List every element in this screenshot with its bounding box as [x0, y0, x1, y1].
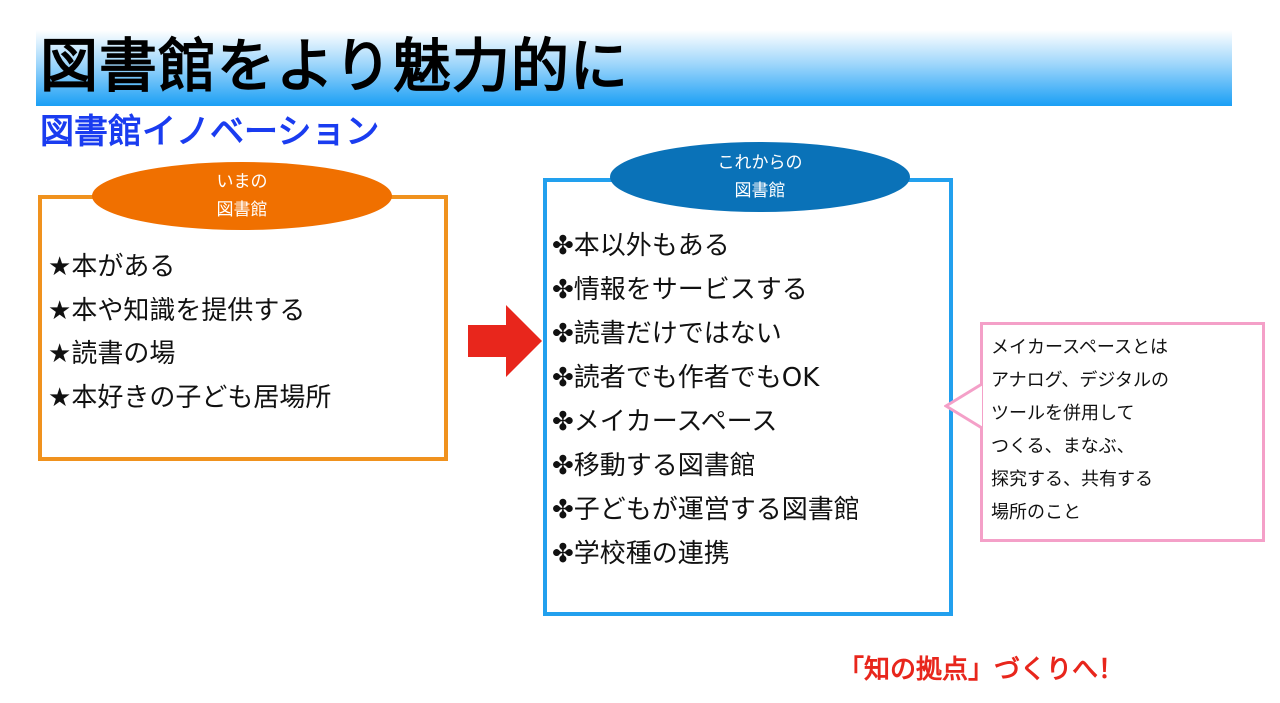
callout-line: 場所のこと — [991, 502, 1081, 523]
callout-line: 探究する、共有する — [991, 469, 1153, 490]
callout-line: つくる、まなぶ、 — [991, 436, 1135, 457]
clover-bullet-icon: ✤ — [552, 363, 574, 393]
star-icon: ★ — [48, 339, 72, 369]
callout-line: アナログ、デジタルの — [991, 370, 1170, 391]
list-item: ★読書の場 — [48, 333, 331, 377]
footer-message: 「知の拠点」づくりへ！ — [838, 655, 1125, 685]
list-item: ✤移動する図書館 — [552, 444, 860, 488]
star-icon: ★ — [48, 382, 72, 413]
list-item-text: 移動する図書館 — [573, 451, 756, 481]
list-item-text: 子どもが運営する図書館 — [573, 495, 860, 525]
clover-bullet-icon: ✤ — [552, 495, 574, 525]
list-item-text: 読者でも作者でもOK — [573, 363, 820, 393]
future-library-list: ✤本以外もある ✤情報をサービスする ✤読書だけではない ✤読者でも作者でもOK… — [552, 224, 860, 576]
clover-bullet-icon: ✤ — [552, 451, 574, 481]
list-item-text: 本以外もある — [573, 231, 730, 261]
clover-bullet-icon: ✤ — [552, 539, 574, 569]
list-item-text: 情報をサービスする — [573, 275, 808, 305]
callout-line: メイカースペースとは — [991, 337, 1168, 358]
clover-bullet-icon: ✤ — [552, 275, 574, 305]
current-label-line2: 図書館 — [216, 200, 268, 220]
list-item-text: 本がある — [71, 252, 176, 282]
list-item: ★本や知識を提供する — [48, 290, 331, 334]
list-item-text: 読書の場 — [71, 339, 176, 369]
clover-bullet-icon: ✤ — [552, 407, 574, 437]
slide-subtitle: 図書館イノベーション — [40, 112, 380, 152]
list-item: ✤学校種の連携 — [552, 532, 860, 576]
future-label-line1: これからの — [717, 153, 803, 173]
future-label-line2: 図書館 — [734, 181, 786, 201]
list-item: ★本がある — [48, 246, 331, 290]
current-library-label: いまの 図書館 — [92, 162, 392, 230]
list-item-text: 本好きの子ども居場所 — [71, 382, 332, 413]
star-icon: ★ — [48, 295, 72, 326]
clover-bullet-icon: ✤ — [552, 231, 574, 261]
makerspace-callout: メイカースペースとは アナログ、デジタルの ツールを併用して つくる、まなぶ、 … — [980, 322, 1265, 542]
list-item: ★本好きの子ども居場所 — [48, 377, 331, 421]
list-item: ✤子どもが運営する図書館 — [552, 488, 860, 532]
star-icon: ★ — [48, 252, 72, 282]
list-item-text: メイカースペース — [573, 407, 778, 437]
title-bar — [36, 30, 1232, 106]
list-item: ✤本以外もある — [552, 224, 860, 268]
callout-pointer — [944, 382, 983, 430]
list-item: ✤読書だけではない — [552, 312, 860, 356]
list-item: ✤情報をサービスする — [552, 268, 860, 312]
callout-line: ツールを併用して — [991, 403, 1135, 424]
list-item-text: 学校種の連携 — [573, 539, 730, 569]
list-item-text: 読書だけではない — [573, 319, 782, 349]
future-library-label: これからの 図書館 — [610, 142, 910, 212]
slide-title: 図書館をより魅力的に — [40, 32, 629, 100]
list-item: ✤読者でも作者でもOK — [552, 356, 860, 400]
list-item: ✤メイカースペース — [552, 400, 860, 444]
clover-bullet-icon: ✤ — [552, 319, 574, 349]
current-library-list: ★本がある ★本や知識を提供する ★読書の場 ★本好きの子ども居場所 — [48, 246, 331, 420]
current-label-line1: いまの — [216, 172, 268, 192]
right-arrow-icon — [468, 305, 542, 377]
list-item-text: 本や知識を提供する — [71, 295, 306, 326]
